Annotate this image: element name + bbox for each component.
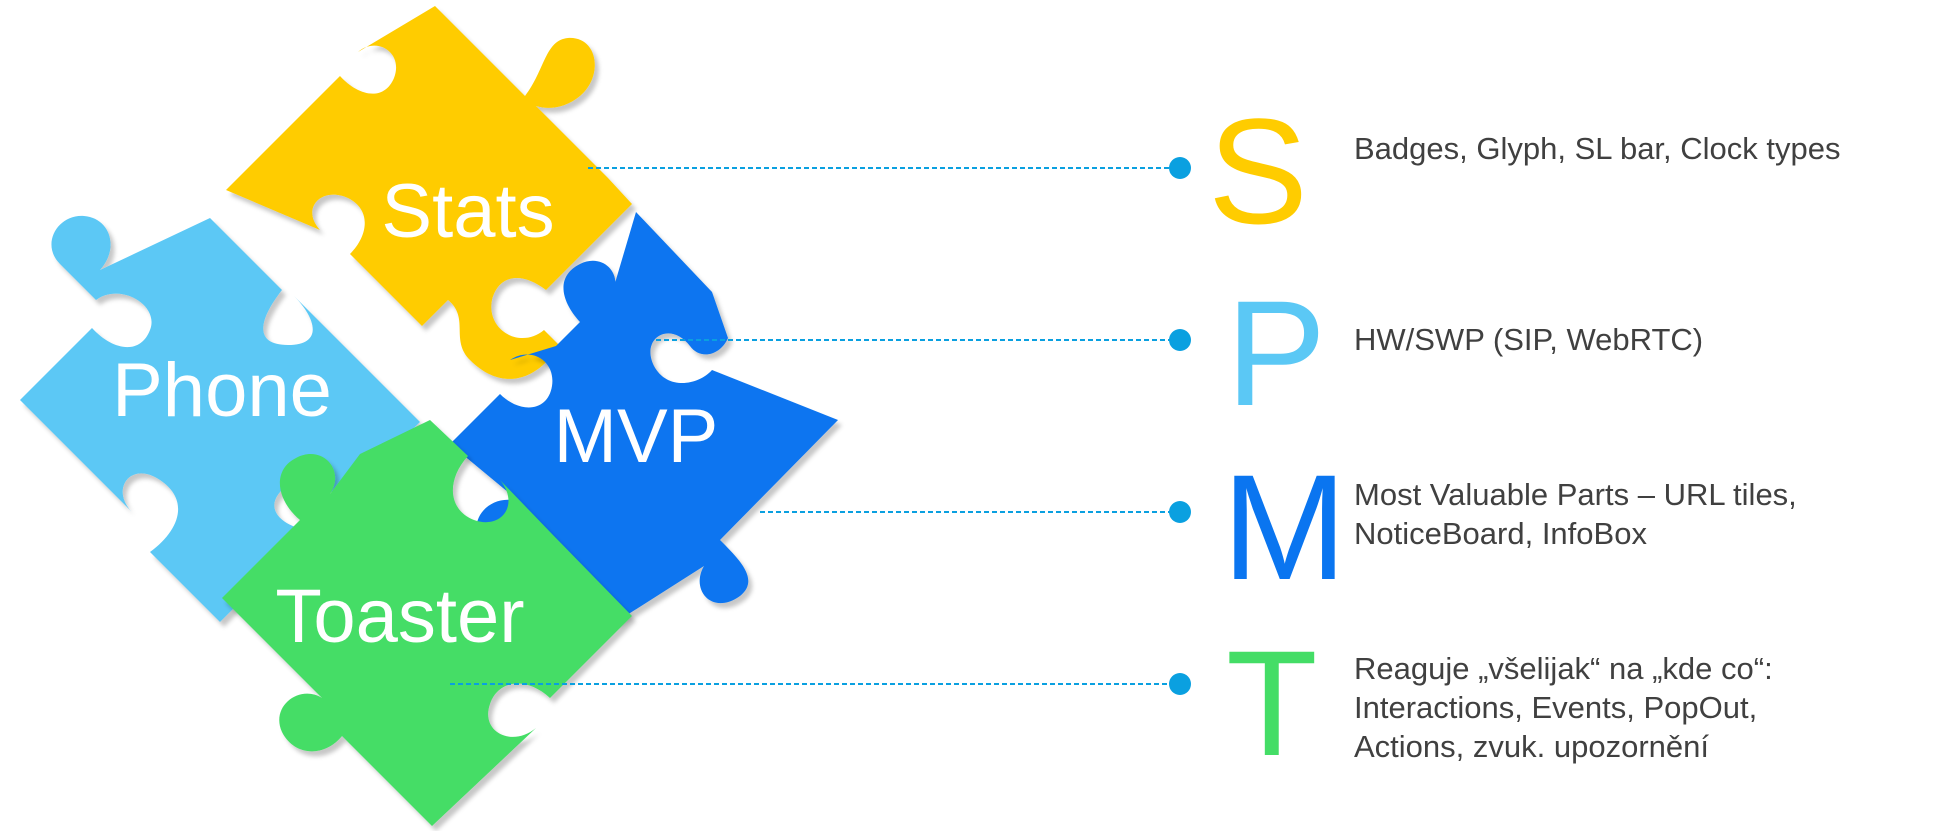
connector-s-dot <box>1169 157 1191 179</box>
puzzle-piece-toaster <box>222 420 632 826</box>
connector-t-dot <box>1169 673 1191 695</box>
puzzle-piece-mvp <box>450 212 838 622</box>
mvp-label: MVP <box>554 394 719 479</box>
phone-label: Phone <box>112 348 332 433</box>
connector-s <box>588 157 1191 179</box>
letter-s: S <box>1208 87 1309 255</box>
description-t-line-1: Reaguje „všelijak“ na „kde co“: <box>1354 651 1773 686</box>
letter-t: T <box>1226 619 1318 787</box>
description-s: Badges, Glyph, SL bar, Clock types <box>1354 130 1841 169</box>
description-m: Most Valuable Parts – URL tiles, NoticeB… <box>1354 476 1797 554</box>
connector-p <box>656 329 1191 351</box>
connector-p-dot <box>1169 329 1191 351</box>
toaster-label: Toaster <box>275 574 524 659</box>
description-p-line-1: HW/SWP (SIP, WebRTC) <box>1354 322 1704 357</box>
connector-m-dot <box>1169 501 1191 523</box>
description-t-line-2: Interactions, Events, PopOut, <box>1354 689 1758 725</box>
connector-t <box>450 673 1191 695</box>
letter-p: P <box>1226 269 1327 437</box>
description-m-line-1: Most Valuable Parts – URL tiles, <box>1354 477 1797 512</box>
connector-m <box>760 501 1191 523</box>
letter-m: M <box>1222 443 1347 611</box>
stats-label: Stats <box>381 169 554 254</box>
description-s-line-1: Badges, Glyph, SL bar, Clock types <box>1354 131 1841 166</box>
description-m-line-2: NoticeBoard, InfoBox <box>1354 515 1647 551</box>
connector-lines <box>450 157 1191 695</box>
puzzle-piece-stats <box>226 6 632 379</box>
description-p: HW/SWP (SIP, WebRTC) <box>1354 321 1703 360</box>
description-t: Reaguje „všelijak“ na „kde co“: Interact… <box>1354 650 1773 766</box>
description-t-line-3: Actions, zvuk. upozornění <box>1354 728 1709 764</box>
puzzle-piece-phone <box>20 215 420 622</box>
